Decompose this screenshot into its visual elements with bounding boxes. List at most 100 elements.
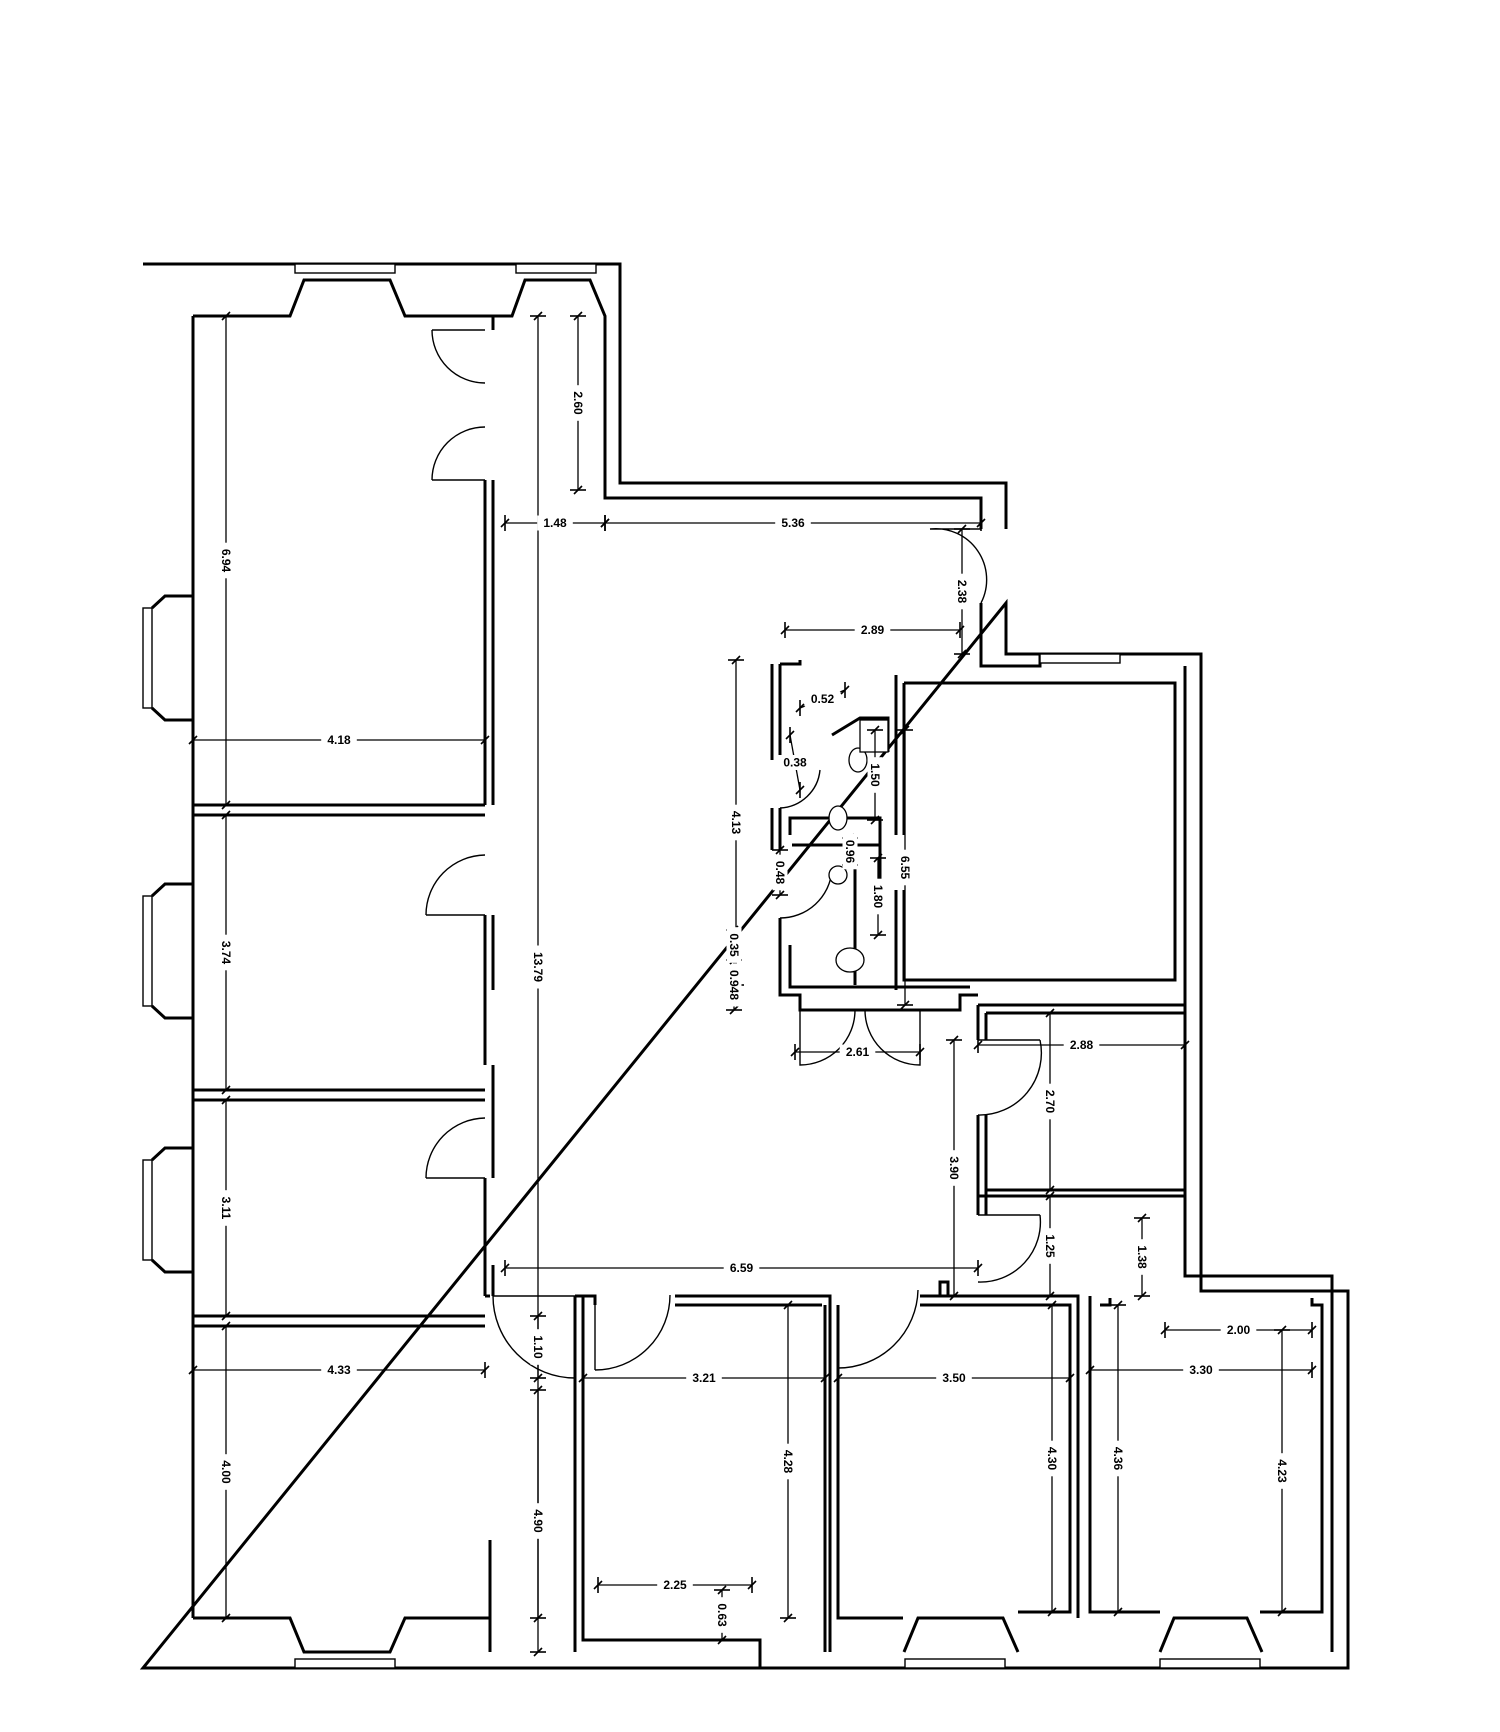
dimension-3: 2.60: [570, 311, 586, 495]
dimension-label-bg: [321, 1362, 357, 1378]
dimension-label: 3.90: [947, 1156, 961, 1180]
dimension-label: 3.21: [692, 1371, 716, 1385]
dimension-label: 6.55: [898, 856, 912, 880]
dimension-7: 2.89: [780, 622, 965, 638]
window-south-2: [904, 1658, 1006, 1669]
dimension-label: 0.38: [783, 756, 807, 770]
dimension-label-bg: [1110, 1440, 1126, 1477]
dimension-label: 0.48: [773, 861, 787, 885]
dimension-label: 3.50: [942, 1371, 966, 1385]
dimension-label-bg: [726, 927, 742, 963]
dimension-label: 6.94: [219, 549, 233, 573]
dimension-label-bg: [723, 1260, 760, 1276]
dimension-label: 3.74: [219, 941, 233, 965]
dimension-label-bg: [854, 622, 891, 638]
dimension-label: 6.59: [730, 1261, 754, 1275]
toilet-1: [828, 805, 848, 831]
dimension-11: 1.50: [867, 725, 883, 825]
dimension-label-bg: [777, 755, 813, 770]
dimension-23: 3.11: [218, 1095, 234, 1321]
dimension-label-bg: [657, 1577, 693, 1593]
window-west-2: [142, 895, 153, 1007]
dimension-label-bg: [530, 1503, 546, 1539]
door-south-1: [594, 1294, 671, 1371]
dimension-label-bg: [1274, 1453, 1290, 1489]
dimension-14: 0.96: [842, 833, 858, 870]
window-north-1: [294, 263, 396, 274]
dimension-label: 2.38: [955, 580, 969, 604]
dimension-label-bg: [775, 515, 811, 531]
dimension-label-bg: [530, 945, 546, 989]
dimension-label: 1.25: [1043, 1234, 1057, 1258]
dimension-label-bg: [530, 1329, 546, 1365]
dimension-label-bg: [1220, 1322, 1257, 1338]
dimension-label: 4.28: [781, 1450, 795, 1474]
window-west-1: [142, 607, 153, 709]
dimension-label: 0.52: [811, 692, 835, 706]
dimension-label-bg: [839, 1044, 876, 1060]
dimension-label-bg: [946, 1150, 962, 1186]
door-south-2: [837, 1289, 919, 1369]
dimension-label: 2.25: [663, 1578, 687, 1592]
dimension-label: 2.00: [1227, 1323, 1251, 1337]
windows: [142, 263, 1261, 1669]
toilet-2: [848, 747, 868, 773]
door-room2: [425, 854, 486, 916]
dimension-36: 4.30: [1044, 1300, 1060, 1617]
dimension-label: 4.00: [219, 1460, 233, 1484]
door-east-lower: [977, 1214, 1042, 1283]
dimension-26: 1.38: [1134, 1213, 1150, 1301]
bathroom-counter: [859, 719, 889, 753]
dimension-label-bg: [1134, 1239, 1150, 1275]
window-west-3: [142, 1159, 153, 1261]
dimension-31: 3.21: [578, 1370, 830, 1386]
dimension-label: 4.18: [327, 733, 351, 747]
dimension-label-bg: [870, 878, 886, 915]
interior-walls: [193, 316, 1324, 1668]
window-east-bath: [1039, 653, 1121, 664]
dimension-label-bg: [1042, 1083, 1058, 1120]
door-north-left-leaf: [431, 329, 486, 384]
dimension-label: 5.36: [781, 516, 805, 530]
dimension-label: 2.61: [846, 1045, 870, 1059]
dimension-label-bg: [726, 963, 742, 1007]
window-north-2: [515, 263, 597, 274]
dimension-label: 2.70: [1043, 1090, 1057, 1114]
dimension-label: 1.10: [531, 1335, 545, 1359]
dimension-label-bg: [954, 573, 970, 610]
dimension-22: 3.74: [218, 810, 234, 1095]
dimension-25: 1.25: [1042, 1191, 1058, 1301]
dimension-15: 1.80: [870, 853, 886, 940]
dimension-label: 4.36: [1111, 1447, 1125, 1471]
dimension-label: 4.23: [1275, 1459, 1289, 1483]
window-south-1: [294, 1658, 396, 1669]
dimension-37: 4.36: [1110, 1300, 1126, 1617]
outer-walls: [139, 262, 1350, 1670]
dimension-label: 13.79: [531, 952, 545, 982]
dimension-label-bg: [1044, 1440, 1060, 1477]
dimension-29: 4.33: [188, 1362, 490, 1378]
dimension-24: 6.59: [500, 1260, 983, 1276]
dimension-label: 4.90: [531, 1509, 545, 1533]
dimension-label-bg: [1183, 1362, 1219, 1378]
dimension-label-bg: [686, 1370, 722, 1386]
dimension-17: 0.35: [726, 925, 742, 965]
dimension-label-bg: [321, 732, 357, 748]
dimension-10: 0.38: [777, 727, 813, 798]
dimension-label-bg: [772, 854, 788, 891]
dimension-label-bg: [1042, 1228, 1058, 1264]
dimension-label: 1.38: [1135, 1245, 1149, 1269]
dimension-label-bg: [218, 542, 234, 579]
doors: [425, 329, 1043, 1379]
dimension-19: 2.88: [973, 1037, 1190, 1053]
dimension-label-bg: [728, 804, 744, 841]
door-utility-2: [864, 1009, 921, 1066]
dimension-label: 3.11: [219, 1197, 233, 1220]
dimension-12: 6.55: [897, 725, 913, 1010]
dimension-label: 0.35: [727, 933, 741, 957]
dimension-38: 4.23: [1274, 1325, 1290, 1617]
dimension-label-bg: [537, 515, 573, 531]
door-sw-room: [492, 1295, 576, 1379]
